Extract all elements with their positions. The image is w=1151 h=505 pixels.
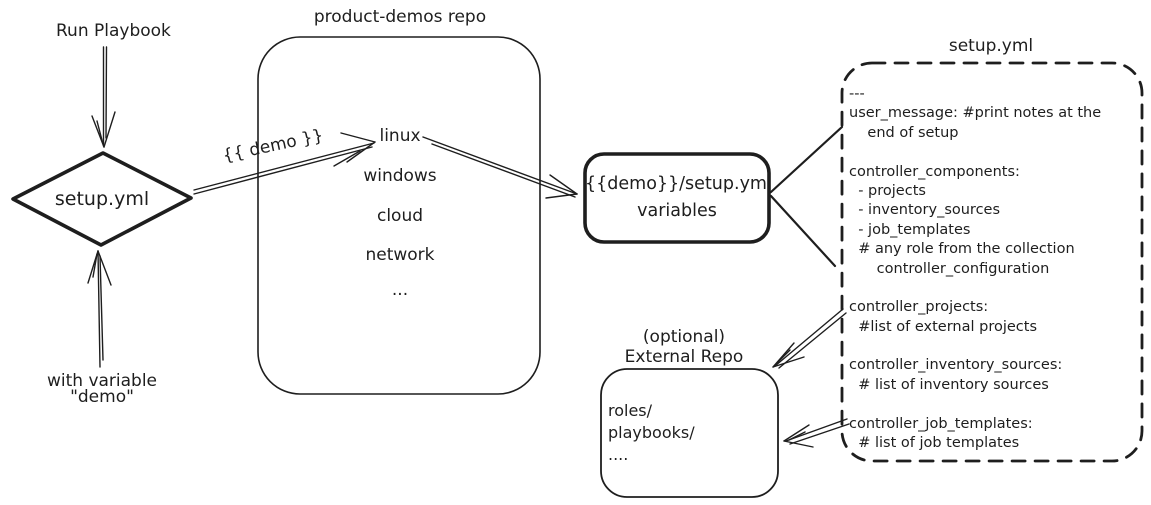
yaml-line: - inventory_sources <box>849 202 1001 219</box>
yaml-line: --- <box>849 86 865 102</box>
setup-yml-dashed-box <box>840 61 1144 463</box>
variables-box-line2: variables <box>637 201 717 221</box>
yaml-line <box>849 143 1137 162</box>
external-repo-line: .... <box>608 445 629 464</box>
yaml-line: controller_projects: <box>849 299 989 316</box>
external-repo-box <box>600 368 779 498</box>
diamond-setup-yml-shape <box>11 151 193 247</box>
with-variable-line1: with variable <box>46 371 158 391</box>
yaml-line: - job_templates <box>849 221 971 238</box>
yaml-line: end of setup <box>849 124 959 141</box>
with-variable-line2: "demo" <box>70 387 134 407</box>
external-repo-title: (optional) External Repo <box>609 327 759 367</box>
yaml-line: # list of inventory sources <box>849 376 1049 393</box>
setup-yml-title: setup.yml <box>948 36 1034 56</box>
repo-item-ellipsis: ... <box>391 280 409 300</box>
yaml-line: controller_job_templates: <box>849 415 1033 432</box>
external-repo-title-line1: (optional) <box>642 327 726 347</box>
arrow-demo-icon <box>193 132 376 195</box>
yaml-line: user_message: #print notes at the <box>849 105 1102 122</box>
yaml-line <box>849 279 1137 298</box>
arrow-projects-to-external-repo-icon <box>772 308 847 369</box>
yaml-line: - projects <box>849 182 926 199</box>
yaml-line: controller_configuration <box>849 260 1050 277</box>
external-repo-title-line2: External Repo <box>624 347 744 367</box>
external-repo-contents: roles/ playbooks/ .... <box>608 400 695 466</box>
product-demos-title: product-demos repo <box>313 7 487 27</box>
arrow-with-variable-icon <box>87 250 112 368</box>
variables-box-line1: {{demo}}/setup.yml <box>585 174 772 194</box>
setup-yml-code: --- user_message: #print notes at the en… <box>849 85 1137 453</box>
yaml-line: controller_inventory_sources: <box>849 357 1063 374</box>
repo-item-network: network <box>365 245 435 265</box>
variables-box <box>583 152 771 244</box>
fan-lines-variables-to-setup-yml <box>769 125 844 268</box>
repo-item-cloud: cloud <box>376 206 424 226</box>
yaml-line <box>849 395 1137 414</box>
variables-box-label: {{demo}}/setup.yml variables <box>585 171 772 225</box>
with-variable-label: with variable "demo" <box>37 371 167 407</box>
arrow-run-playbook-icon <box>91 46 116 148</box>
product-demos-box <box>257 36 541 395</box>
external-repo-line: roles/ <box>608 401 653 420</box>
external-repo-line: playbooks/ <box>608 423 695 442</box>
arrow-job-templates-to-external-repo-icon <box>783 418 850 448</box>
run-playbook-label: Run Playbook <box>56 21 171 41</box>
diamond-label: setup.yml <box>54 188 150 210</box>
yaml-line <box>849 337 1137 356</box>
yaml-line: # list of job templates <box>849 435 1020 452</box>
repo-item-windows: windows <box>363 166 437 186</box>
repo-item-linux: linux <box>379 126 421 146</box>
yaml-line: controller_components: <box>849 163 1020 180</box>
yaml-line: # any role from the collection <box>849 241 1075 258</box>
arrow-linux-to-variables-icon <box>422 136 578 199</box>
yaml-line: #list of external projects <box>849 318 1038 335</box>
